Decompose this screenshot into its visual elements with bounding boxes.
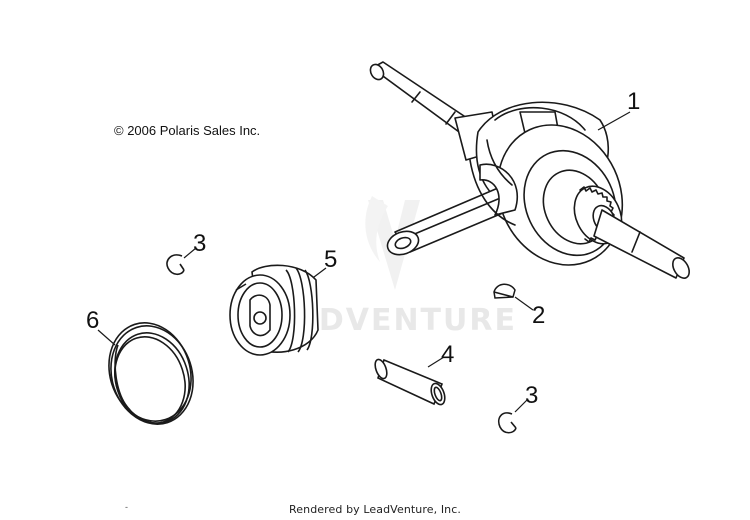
crankshaft-assembly <box>369 61 690 279</box>
connecting-rod <box>386 163 518 256</box>
render-credit: Rendered by LeadVenture, Inc. <box>289 503 461 516</box>
footer-dash: - <box>125 502 128 512</box>
piston-ring-set <box>108 322 194 425</box>
callout-6-ring-set: 6 <box>86 307 100 334</box>
piston <box>229 264 319 356</box>
callout-5-piston: 5 <box>324 246 338 273</box>
piston-pin <box>374 358 446 406</box>
callout-1-crankshaft: 1 <box>627 88 641 115</box>
copyright-notice: © 2006 Polaris Sales Inc. <box>114 123 261 138</box>
woodruff-key <box>493 283 516 299</box>
circlip-lower <box>497 412 517 434</box>
callout-2-key: 2 <box>532 302 546 329</box>
callout-3-clip-lower: 3 <box>525 382 539 409</box>
callout-3-clip-upper: 3 <box>193 230 207 257</box>
circlip-upper <box>166 254 185 276</box>
callout-4-pin: 4 <box>441 341 455 368</box>
